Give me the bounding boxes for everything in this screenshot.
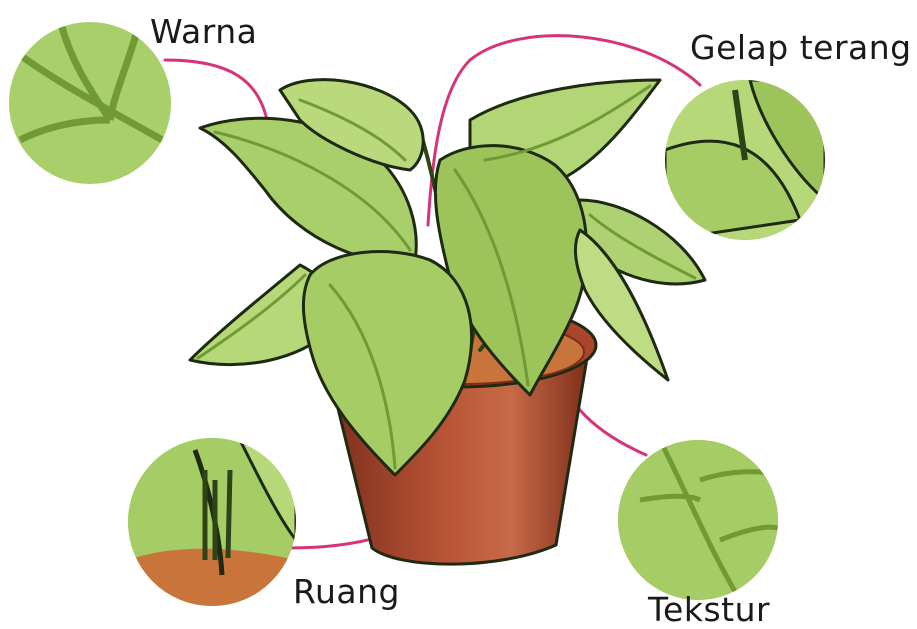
zoom-circle-tekstur <box>618 440 778 600</box>
label-gelap-terang: Gelap terang <box>690 28 912 67</box>
label-warna: Warna <box>150 12 257 51</box>
label-tekstur: Tekstur <box>648 590 770 629</box>
plant-leaves <box>190 80 705 475</box>
leader-line-warna <box>165 60 268 125</box>
zoom-circle-gelap-terang <box>665 80 825 240</box>
label-ruang: Ruang <box>293 572 400 611</box>
zoom-circle-ruang <box>128 438 296 606</box>
